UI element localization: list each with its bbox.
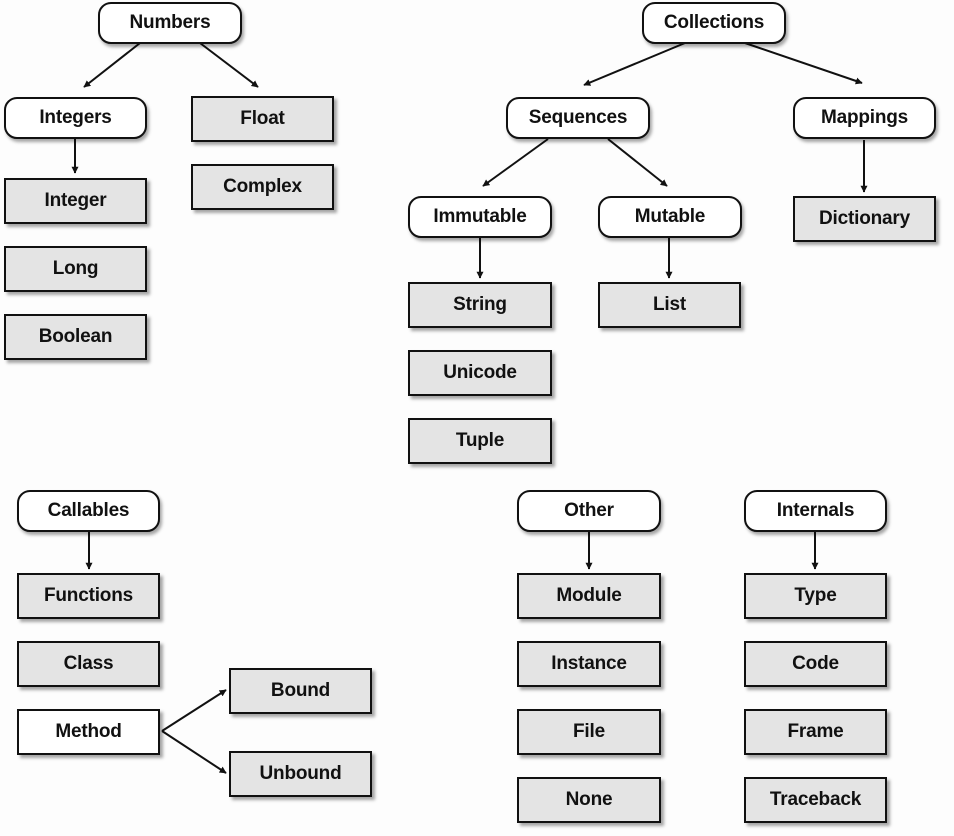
edge-sequences-immutable xyxy=(482,138,549,187)
edge-method-unbound xyxy=(161,730,227,774)
complex-node: Complex xyxy=(191,164,334,210)
collections-node: Collections xyxy=(642,2,786,44)
numbers-node: Numbers xyxy=(98,2,242,44)
functions-node: Functions xyxy=(17,573,160,619)
string-node: String xyxy=(408,282,552,328)
class-node: Class xyxy=(17,641,160,687)
edge-collections-sequences xyxy=(583,42,686,86)
file-node: File xyxy=(517,709,661,755)
traceback-node: Traceback xyxy=(744,777,887,823)
unbound-node: Unbound xyxy=(229,751,372,797)
code-node: Code xyxy=(744,641,887,687)
method-node: Method xyxy=(17,709,160,755)
edge-numbers-integers xyxy=(83,42,141,88)
other-node: Other xyxy=(517,490,661,532)
edge-numbers-float xyxy=(199,42,259,88)
module-node: Module xyxy=(517,573,661,619)
edge-collections-mappings xyxy=(744,42,863,85)
bound-node: Bound xyxy=(229,668,372,714)
edge-sequences-mutable xyxy=(607,138,668,187)
integer-node: Integer xyxy=(4,178,147,224)
float-node: Float xyxy=(191,96,334,142)
frame-node: Frame xyxy=(744,709,887,755)
sequences-node: Sequences xyxy=(506,97,650,139)
edge-method-bound xyxy=(161,689,227,732)
tuple-node: Tuple xyxy=(408,418,552,464)
mappings-node: Mappings xyxy=(793,97,936,139)
boolean-node: Boolean xyxy=(4,314,147,360)
none-node: None xyxy=(517,777,661,823)
dictionary-node: Dictionary xyxy=(793,196,936,242)
integers-node: Integers xyxy=(4,97,147,139)
immutable-node: Immutable xyxy=(408,196,552,238)
mutable-node: Mutable xyxy=(598,196,742,238)
callables-node: Callables xyxy=(17,490,160,532)
instance-node: Instance xyxy=(517,641,661,687)
unicode-node: Unicode xyxy=(408,350,552,396)
long-node: Long xyxy=(4,246,147,292)
list-node: List xyxy=(598,282,741,328)
type-node: Type xyxy=(744,573,887,619)
internals-node: Internals xyxy=(744,490,887,532)
